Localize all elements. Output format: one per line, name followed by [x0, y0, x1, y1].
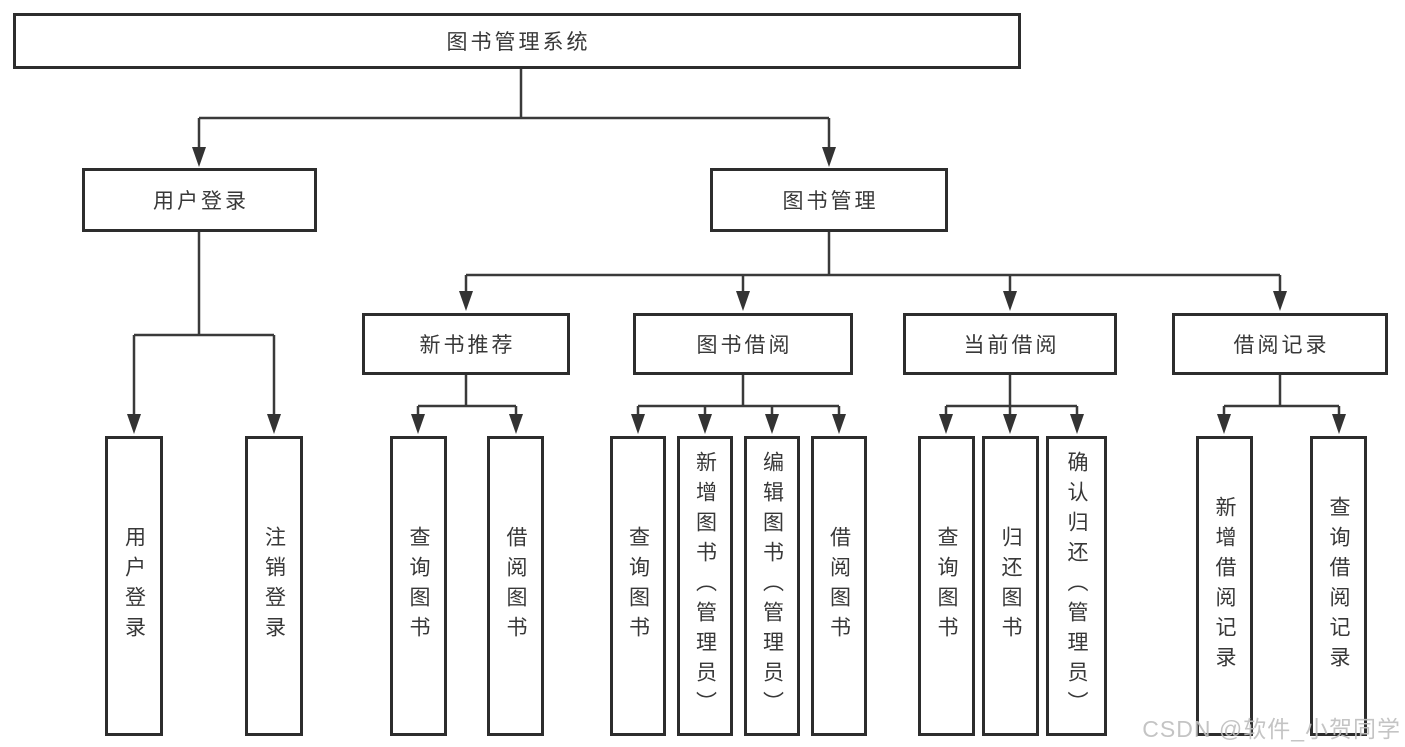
connector-root-split — [197, 69, 831, 149]
node-borrowing-records-label: 借阅记录 — [1233, 334, 1330, 357]
node-book-management-label: 图书管理 — [782, 190, 879, 213]
node-leaf-confirm-return-admin-label: 确认归还（管理员） — [1065, 451, 1088, 721]
connector-root-arrowheads — [192, 147, 836, 167]
node-leaf-user-login-label: 用户登录 — [122, 526, 146, 646]
node-user-login-label: 用户登录 — [153, 190, 249, 213]
node-leaf-query-books-current-label: 查询图书 — [935, 526, 958, 646]
connector-borrowing-split — [636, 375, 841, 416]
node-library-system: 图书管理系统 — [13, 13, 1021, 69]
connector-user-login-arrowheads — [127, 414, 281, 434]
connector-new-book-split — [416, 375, 518, 416]
csdn-watermark: CSDN @软件_小贺同学 — [1142, 716, 1401, 742]
node-leaf-return-books-label: 归还图书 — [999, 526, 1022, 646]
node-library-system-label: 图书管理系统 — [446, 31, 591, 54]
node-leaf-edit-books-admin-label: 编辑图书（管理员） — [760, 451, 784, 721]
node-book-borrowing: 图书借阅 — [633, 313, 853, 375]
node-leaf-query-books-recommend-label: 查询图书 — [407, 526, 430, 646]
node-leaf-borrow-books-recommend: 借阅图书 — [487, 436, 544, 736]
node-new-book-recommend-label: 新书推荐 — [419, 334, 516, 357]
connector-borrowing-arrowheads — [631, 414, 846, 434]
node-leaf-user-login: 用户登录 — [105, 436, 163, 736]
node-book-borrowing-label: 图书借阅 — [696, 334, 793, 357]
node-current-borrowing: 当前借阅 — [903, 313, 1117, 375]
node-borrowing-records: 借阅记录 — [1172, 313, 1388, 375]
node-leaf-query-books-borrow-label: 查询图书 — [626, 526, 650, 646]
node-leaf-confirm-return-admin: 确认归还（管理员） — [1046, 436, 1107, 736]
node-leaf-query-borrow-record: 查询借阅记录 — [1310, 436, 1367, 736]
node-leaf-query-books-borrow: 查询图书 — [610, 436, 666, 736]
node-leaf-borrow-books: 借阅图书 — [811, 436, 867, 736]
node-leaf-add-borrow-record: 新增借阅记录 — [1196, 436, 1253, 736]
node-leaf-logout: 注销登录 — [245, 436, 303, 736]
connector-records-split — [1222, 375, 1341, 416]
node-leaf-query-books-current: 查询图书 — [918, 436, 975, 736]
node-leaf-logout-label: 注销登录 — [262, 526, 286, 646]
node-leaf-edit-books-admin: 编辑图书（管理员） — [744, 436, 800, 736]
node-leaf-borrow-books-label: 借阅图书 — [827, 526, 851, 646]
node-leaf-add-books-admin-label: 新增图书（管理员） — [693, 451, 717, 721]
node-current-borrowing-label: 当前借阅 — [963, 334, 1060, 357]
connector-current-arrowheads — [939, 414, 1084, 434]
connector-records-arrowheads — [1217, 414, 1346, 434]
node-user-login: 用户登录 — [82, 168, 317, 232]
node-leaf-query-books-recommend: 查询图书 — [390, 436, 447, 736]
node-leaf-return-books: 归还图书 — [982, 436, 1039, 736]
node-new-book-recommend: 新书推荐 — [362, 313, 570, 375]
connector-book-management-split — [464, 232, 1282, 293]
connector-book-management-arrowheads — [459, 291, 1287, 311]
node-leaf-add-borrow-record-label: 新增借阅记录 — [1213, 496, 1236, 676]
connector-current-split — [944, 375, 1079, 416]
connector-user-login-split — [132, 232, 276, 416]
connector-new-book-arrowheads — [411, 414, 523, 434]
node-leaf-borrow-books-recommend-label: 借阅图书 — [504, 526, 527, 646]
node-leaf-query-borrow-record-label: 查询借阅记录 — [1327, 496, 1350, 676]
node-leaf-add-books-admin: 新增图书（管理员） — [677, 436, 733, 736]
node-book-management: 图书管理 — [710, 168, 948, 232]
